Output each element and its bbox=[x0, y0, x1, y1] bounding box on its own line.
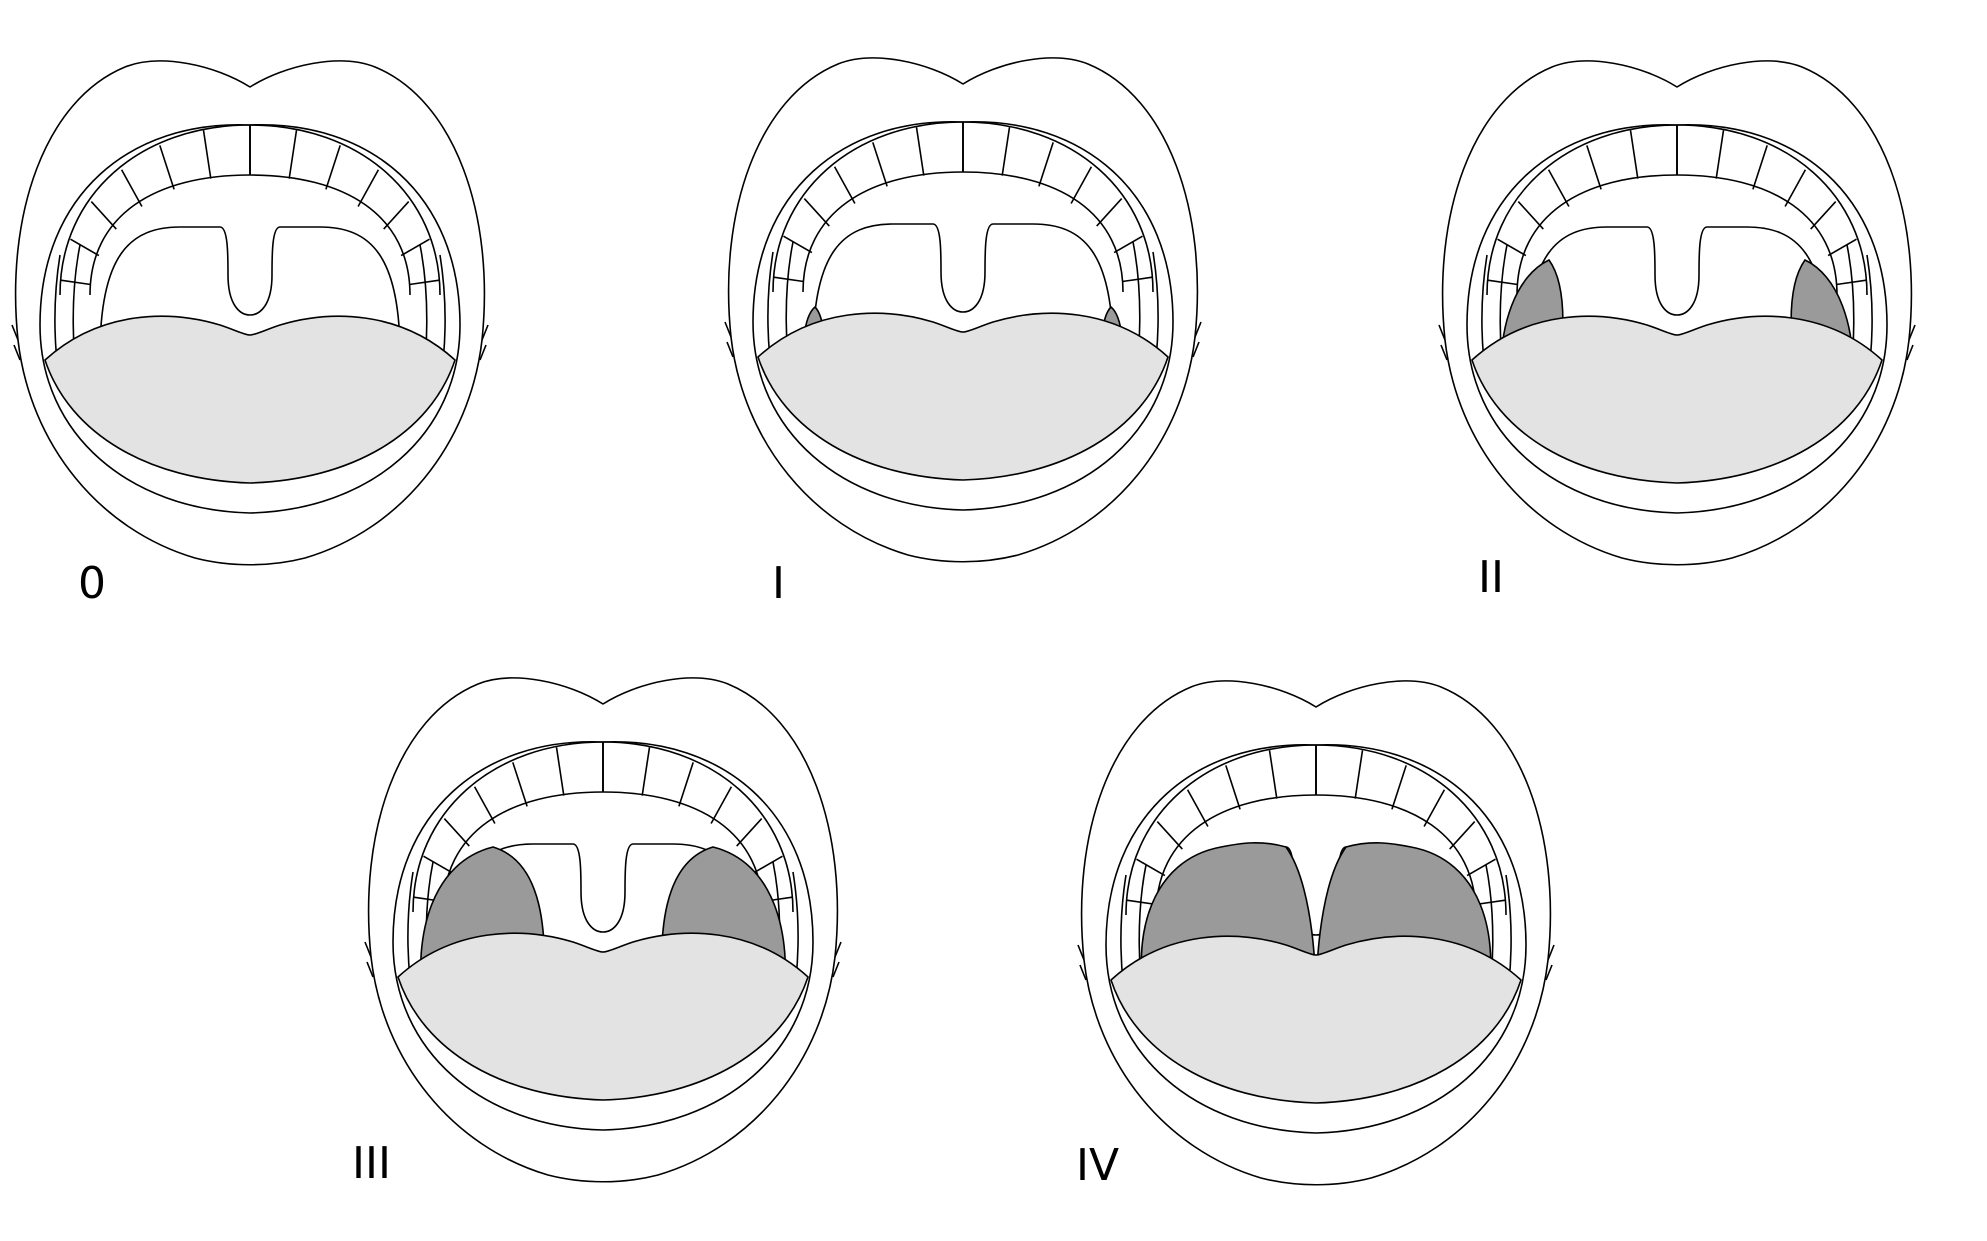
mouth-diagram-grade-4 bbox=[1077, 680, 1555, 1186]
grade-label-0: 0 bbox=[78, 558, 106, 609]
tooth-divider bbox=[1038, 142, 1054, 187]
tooth-divider bbox=[783, 235, 813, 254]
mouth-corner-left bbox=[11, 324, 21, 361]
tooth-divider bbox=[1586, 145, 1602, 190]
mouth-corner-right bbox=[1906, 324, 1916, 361]
tooth-divider bbox=[473, 786, 496, 824]
tooth-divider bbox=[1354, 750, 1364, 799]
mouth-opening bbox=[1105, 744, 1527, 1134]
tooth-divider bbox=[833, 166, 856, 204]
tooth-divider bbox=[443, 818, 470, 847]
tooth-divider bbox=[736, 818, 763, 847]
tooth-divider bbox=[400, 238, 430, 257]
tooth-divider bbox=[1487, 279, 1518, 286]
mouth-opening bbox=[39, 124, 461, 514]
grade-label-3: III bbox=[352, 1138, 391, 1189]
mouth-corner-right bbox=[1192, 321, 1202, 358]
tooth-divider bbox=[872, 142, 888, 187]
tooth-divider bbox=[1715, 130, 1725, 179]
tooth-divider bbox=[202, 130, 212, 179]
tooth-divider bbox=[1001, 127, 1011, 176]
tooth-divider bbox=[357, 169, 380, 207]
grade-label-1: I bbox=[772, 558, 785, 609]
tooth-divider bbox=[512, 762, 528, 807]
mouth-opening bbox=[392, 741, 814, 1131]
tooth-divider bbox=[1810, 201, 1837, 230]
tooth-divider bbox=[1225, 765, 1241, 810]
tooth-divider bbox=[555, 747, 565, 796]
tooth-divider bbox=[288, 130, 298, 179]
tooth-divider bbox=[641, 747, 651, 796]
tooth-divider bbox=[1391, 765, 1407, 810]
grade-label-2: II bbox=[1478, 552, 1504, 603]
tooth-divider bbox=[710, 786, 733, 824]
mouth-diagram-grade-1 bbox=[724, 57, 1202, 563]
tooth-divider bbox=[915, 127, 925, 176]
tooth-divider bbox=[1449, 821, 1476, 850]
tooth-divider bbox=[1784, 169, 1807, 207]
mouth-corner-left bbox=[1438, 324, 1448, 361]
tooth-divider bbox=[70, 238, 100, 257]
tongue bbox=[1110, 935, 1522, 1104]
tongue bbox=[1471, 315, 1883, 484]
grade-label-4: IV bbox=[1076, 1140, 1120, 1191]
tongue bbox=[757, 312, 1169, 481]
tooth-divider bbox=[325, 145, 341, 190]
upper-teeth bbox=[59, 124, 441, 296]
tongue bbox=[44, 315, 456, 484]
tooth-divider bbox=[1547, 169, 1570, 207]
tooth-divider bbox=[803, 198, 830, 227]
tooth-divider bbox=[1827, 238, 1857, 257]
tooth-divider bbox=[1096, 198, 1123, 227]
tooth-divider bbox=[60, 279, 91, 286]
tooth-divider bbox=[159, 145, 175, 190]
tooth-divider bbox=[423, 855, 453, 874]
mouth-corner-left bbox=[724, 321, 734, 358]
tooth-divider bbox=[1466, 858, 1496, 877]
mouth-corner-left bbox=[1077, 944, 1087, 981]
tooth-divider bbox=[1423, 789, 1446, 827]
tooth-divider bbox=[1629, 130, 1639, 179]
tongue bbox=[397, 932, 809, 1101]
tooth-divider bbox=[1836, 279, 1867, 286]
upper-teeth bbox=[1486, 124, 1868, 296]
tooth-divider bbox=[1752, 145, 1768, 190]
mouth-corner-right bbox=[479, 324, 489, 361]
mouth-opening bbox=[752, 121, 1174, 511]
upper-teeth bbox=[772, 121, 1154, 293]
tooth-divider bbox=[1136, 858, 1166, 877]
mouth-opening bbox=[1466, 124, 1888, 514]
mouth-corner-right bbox=[1545, 944, 1555, 981]
tooth-divider bbox=[1186, 789, 1209, 827]
tooth-divider bbox=[383, 201, 410, 230]
mouth-diagram-grade-3 bbox=[364, 677, 842, 1183]
tooth-divider bbox=[409, 279, 440, 286]
mouth-diagram-grade-2 bbox=[1438, 60, 1916, 566]
tooth-divider bbox=[90, 201, 117, 230]
tooth-divider bbox=[1517, 201, 1544, 230]
tooth-divider bbox=[773, 276, 804, 283]
mouth-corner-left bbox=[364, 941, 374, 978]
tooth-divider bbox=[120, 169, 143, 207]
mouth-corner-right bbox=[832, 941, 842, 978]
tooth-divider bbox=[1113, 235, 1143, 254]
tooth-divider bbox=[678, 762, 694, 807]
mouth-diagram-grade-0 bbox=[11, 60, 489, 566]
tooth-divider bbox=[1122, 276, 1153, 283]
tooth-divider bbox=[753, 855, 783, 874]
tooth-divider bbox=[1156, 821, 1183, 850]
tooth-divider bbox=[1268, 750, 1278, 799]
tooth-divider bbox=[1070, 166, 1093, 204]
tooth-divider bbox=[1497, 238, 1527, 257]
